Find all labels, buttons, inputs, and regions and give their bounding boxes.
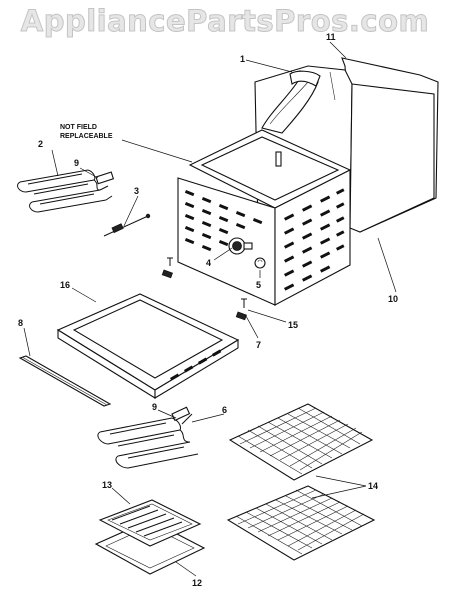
trim-strip <box>18 355 112 407</box>
callout-2: 2 <box>38 139 43 149</box>
clip-screws <box>161 257 247 321</box>
callout-1: 1 <box>240 54 245 64</box>
callout-11: 11 <box>326 32 336 42</box>
callout-3: 3 <box>134 186 139 196</box>
note-replaceable: REPLACEABLE <box>60 133 113 140</box>
callout-13: 13 <box>102 480 112 490</box>
oven-bottom-panel <box>56 293 240 399</box>
light-socket <box>228 237 253 255</box>
bake-element <box>17 169 115 213</box>
callout-16: 16 <box>60 280 70 290</box>
temperature-sensor <box>103 213 151 237</box>
callout-10: 10 <box>388 294 398 304</box>
oven-rack-upper <box>228 403 374 481</box>
vent-duct <box>261 70 321 134</box>
callout-12: 12 <box>192 578 202 588</box>
callout-9-upper: 9 <box>74 158 79 168</box>
callout-14: 14 <box>368 481 378 491</box>
leader-lines <box>23 41 397 577</box>
note-not-field: NOT FIELD <box>60 124 97 131</box>
watermark: AppliancePartsPros.com <box>20 4 430 39</box>
broiler-pan-grid <box>98 499 202 547</box>
callout-6: 6 <box>222 405 227 415</box>
broil-element <box>97 406 199 469</box>
callout-15: 15 <box>288 320 298 330</box>
oven-rack-lower <box>226 485 376 561</box>
callout-5: 5 <box>256 280 261 290</box>
callout-9-lower: 9 <box>152 402 157 412</box>
oven-cavity <box>177 129 352 306</box>
callout-8: 8 <box>18 318 23 328</box>
light-bulb <box>254 257 266 269</box>
callout-4: 4 <box>206 258 211 268</box>
callout-7: 7 <box>256 340 261 350</box>
